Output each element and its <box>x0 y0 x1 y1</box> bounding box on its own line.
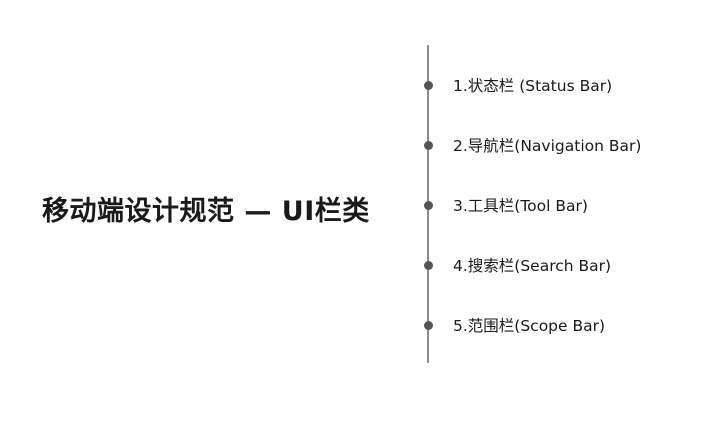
timeline-item: 1.状态栏 (Status Bar) <box>421 75 612 95</box>
bullet-dot-icon <box>424 200 433 210</box>
timeline-item: 2.导航栏(Navigation Bar) <box>421 135 641 155</box>
bullet-dot-icon <box>424 260 433 270</box>
timeline-item-label: 5.范围栏(Scope Bar) <box>453 317 606 335</box>
timeline-item-label: 2.导航栏(Navigation Bar) <box>453 137 642 155</box>
bullet-dot-icon <box>424 80 433 90</box>
page-title: 移动端设计规范 — UI栏类 <box>42 196 370 227</box>
bullet-dot-icon <box>424 320 433 330</box>
timeline-item: 3.工具栏(Tool Bar) <box>421 195 588 215</box>
timeline-item: 5.范围栏(Scope Bar) <box>421 315 605 335</box>
timeline-item-label: 3.工具栏(Tool Bar) <box>453 197 588 215</box>
timeline-item: 4.搜索栏(Search Bar) <box>421 255 611 275</box>
timeline-item-label: 1.状态栏 (Status Bar) <box>453 77 613 95</box>
timeline-item-label: 4.搜索栏(Search Bar) <box>453 257 612 275</box>
bullet-dot-icon <box>424 140 433 150</box>
